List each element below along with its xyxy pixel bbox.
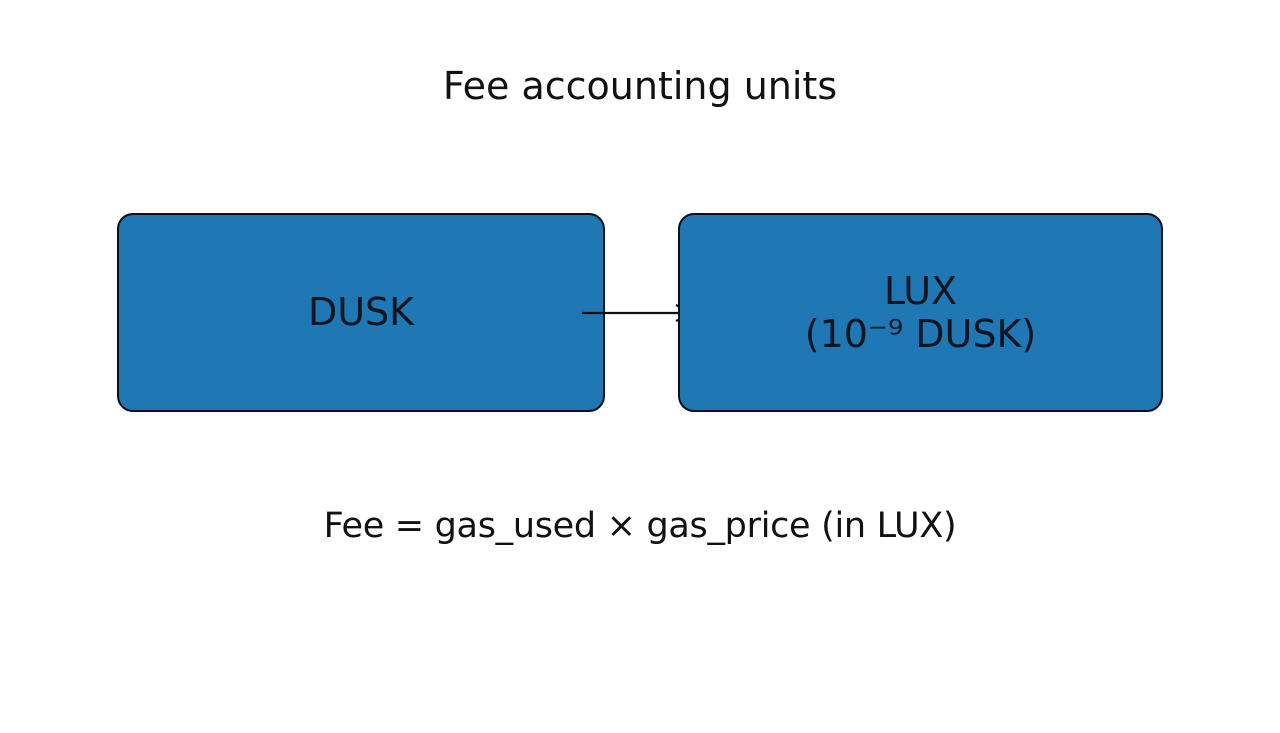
node-lux-label-line2: (10⁻⁹ DUSK) — [804, 311, 1037, 356]
node-lux: LUX (10⁻⁹ DUSK) — [678, 213, 1163, 412]
diagram-title: Fee accounting units — [442, 64, 838, 108]
fee-formula: Fee = gas_used × gas_price (in LUX) — [323, 506, 957, 546]
node-dusk: DUSK — [117, 213, 605, 412]
node-lux-label-line1: LUX — [883, 268, 958, 313]
node-dusk-label: DUSK — [307, 290, 415, 334]
